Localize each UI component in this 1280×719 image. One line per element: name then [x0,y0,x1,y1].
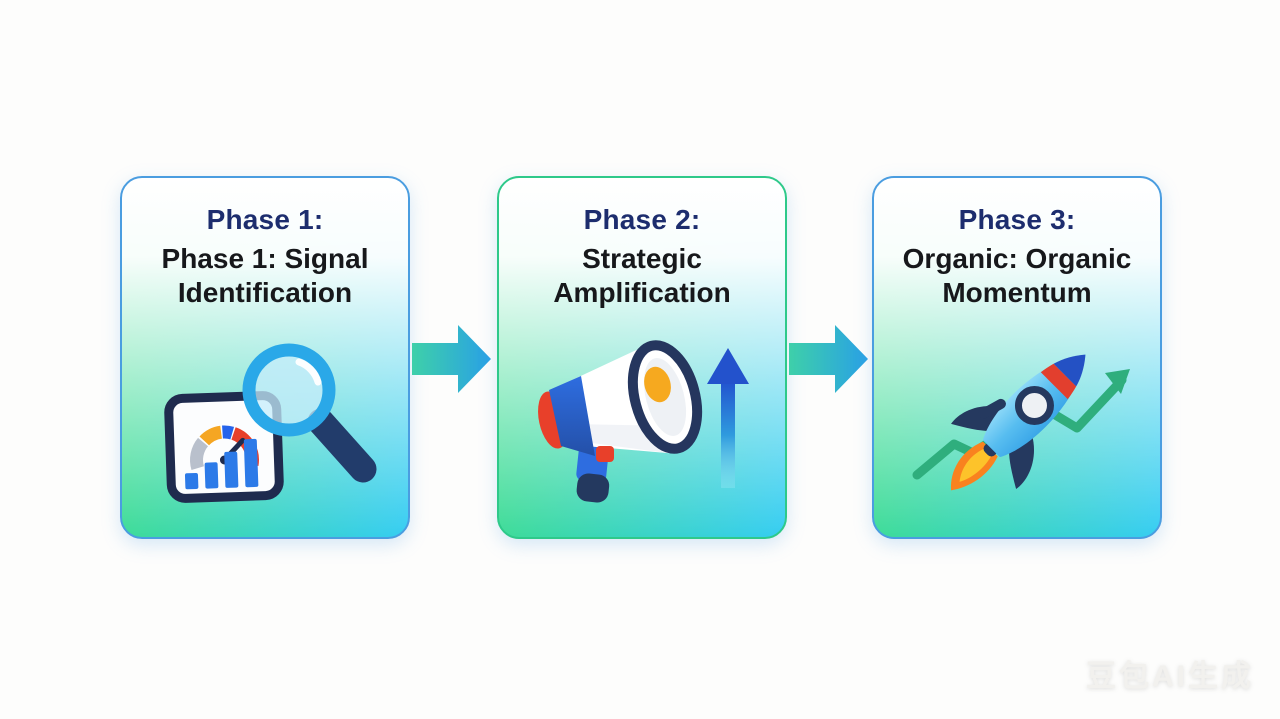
phase-card-3: Phase 3: Organic: Organic Momentum [872,176,1162,539]
phase-3-label: Phase 3: [958,204,1076,235]
phase-1-label: Phase 1: [206,204,324,235]
watermark: 豆包AI生成 [1086,660,1254,693]
phase-card-1: Phase 1: Phase 1: Signal Identification [120,176,410,539]
magnifier-dashboard-icon [164,343,377,503]
phase-3-title: Organic: Organic Momentum [902,243,1132,308]
rocket-growth-icon [912,354,1130,491]
phase-1-title: Phase 1: Signal Identification [161,243,369,308]
flow-arrow-icon [789,325,868,393]
phase-2-title: Strategic Amplification [553,243,731,308]
phase-card-2: Phase 2: Strategic Amplification [497,176,787,539]
flow-arrow-icon [412,325,491,393]
megaphone-up-arrow-icon [538,340,749,503]
phase-2-label: Phase 2: [583,204,701,235]
